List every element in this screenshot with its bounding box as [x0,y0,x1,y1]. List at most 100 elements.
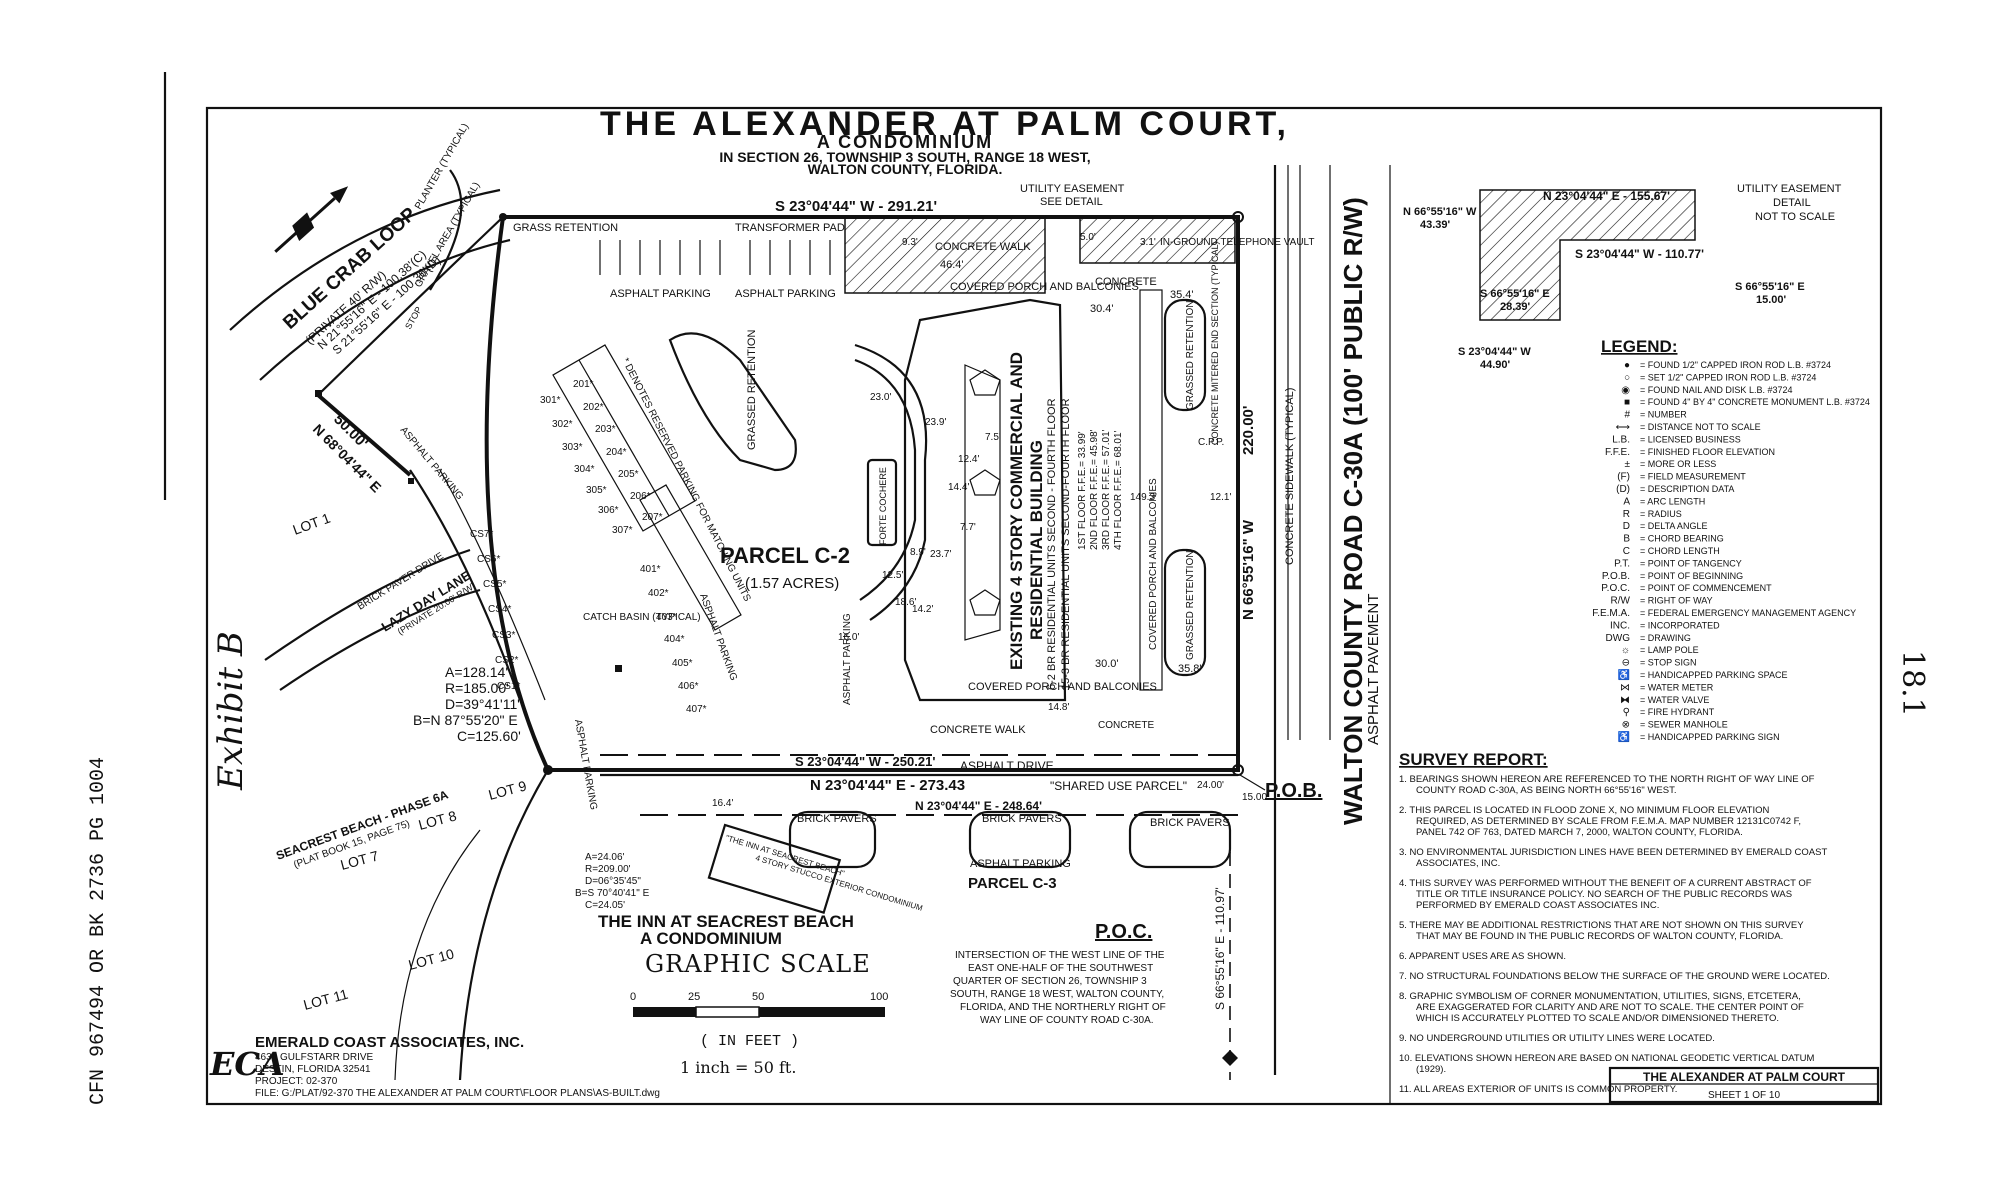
survey-note-8-line-1: 8. GRAPHIC SYMBOLISM OF CORNER MONUMENTA… [1399,991,1801,1002]
scale-bar-3 [759,1007,885,1017]
grassed-retention-2 [1163,298,1207,412]
dim-16: 35.8' [1178,663,1202,675]
legend-text-21: = INCORPORATED [1640,620,1720,630]
dim-20: 16.4' [712,798,733,809]
poc-line-2: EAST ONE-HALF OF THE SOUTHWEST [968,963,1153,974]
legend-text-12: = RADIUS [1640,509,1682,519]
detail-inner-1: S 66°55'16" E [1480,288,1550,300]
concrete-walk-bottom: CONCRETE WALK [930,724,1026,736]
survey-note-10-line-2: (1929). [1416,1064,1446,1075]
parking-row-400 [639,484,742,631]
boundary-north-west [317,216,504,396]
lazy-day-edge-2 [279,588,481,691]
parking-numbers: 301* 302* 303* 304* 305* 306* 307* 201* … [540,379,707,715]
concrete-top-label: CONCRETE [1095,276,1157,288]
survey-report-list: 1. BEARINGS SHOWN HEREON ARE REFERENCED … [1399,774,1830,1095]
detail-right-2: 15.00' [1756,294,1787,306]
firm-name: EMERALD COAST ASSOCIATES, INC. [255,1034,524,1051]
monument-nw [499,213,507,221]
stall-307: 307* [612,525,633,536]
legend-symbol-0: ● [1624,360,1630,371]
curve1-chord: C=125.60' [457,728,521,744]
dimension-labels: 46.4' 30.4' 35.4' 23.0' 23.9' 12.4' 7.5'… [712,232,1269,809]
curve-2-data: A=24.06' R=209.00' D=06°35'45" B=S 70°40… [575,852,650,911]
building-units-2: 15-3 BR RESIDENTIAL UNITS SECOND-FOURTH … [1060,398,1072,690]
top-parking-stalls [599,240,831,275]
legend-text-2: = FOUND NAIL AND DISK L.B. #3724 [1640,385,1792,395]
survey-note-6-line-1: 6. APPARENT USES ARE AS SHOWN. [1399,951,1566,962]
legend-text-26: = WATER METER [1640,682,1714,692]
poc-line-4: SOUTH, RANGE 18 WEST, WALTON COUNTY, [950,989,1164,1000]
catch-basin-label: CATCH BASIN (TYPICAL) [583,612,701,623]
survey-note-4-line-2: TITLE OR TITLE INSURANCE POLICY. NO SEAR… [1416,889,1792,900]
legend-text-8: = MORE OR LESS [1640,459,1716,469]
north-bearing: S 23°04'44" W - 291.21' [775,198,937,215]
shared-use-label: "SHARED USE PARCEL" [1050,779,1187,793]
dim-6: 7.5' [985,432,1001,443]
transformer-pad-label: TRANSFORMER PAD [735,222,845,234]
porte-cochere [866,458,898,547]
dim-2: 35.4' [1170,289,1194,301]
cs-stall-labels: CS7* CS6* CS5* CS4* CS3* CS2* CS1* [470,529,520,692]
title-block [1608,1066,1880,1104]
east-bearing: N 66°55'16" W [1240,519,1257,620]
mitered-end-label: CONCRETE MITERED END SECTION (TYPICAL) [1210,241,1220,445]
easement-detail-shape [1479,189,1696,321]
dim-15: 30.0' [1095,658,1119,670]
cs-row-line-2 [439,469,546,701]
dim-3: 23.0' [870,392,891,403]
dim-1: 30.4' [1090,303,1114,315]
legend-text-20: = FEDERAL EMERGENCY MANAGEMENT AGENCY [1640,608,1856,618]
dim-9: 12.5' [882,570,903,581]
asphalt-parking-west: ASPHALT PARKING [398,425,466,502]
lot-11: LOT 11 [302,986,350,1013]
scale-tick-100: 100 [870,991,888,1003]
detail-right-1: S 66°55'16" E [1735,281,1805,293]
legend-symbol-11: A [1623,496,1630,507]
legend-text-28: = FIRE HYDRANT [1640,707,1715,717]
curve2-chord: C=24.05' [585,900,625,911]
catch-basin-symbol [615,665,622,672]
legend-symbol-29: ⊗ [1622,720,1630,731]
dim-22: 15.00' [1242,792,1269,803]
grassed-retention-label-1: GRASSED RETENTION [746,330,758,450]
dim-24: 5.0' [1080,232,1096,243]
dim-13: 8.9' [910,547,926,558]
building-octagon-2 [969,469,1001,496]
building-units-1: 6-2 BR RESIDENTIAL UNITS SECOND - FOURTH… [1046,398,1058,690]
dim-11: 23.7' [930,549,951,560]
stall-203: 203* [595,424,616,435]
dim-14: 16.0' [838,632,859,643]
detail-bottom-1: S 23°04'44" W [1458,346,1531,358]
stall-302: 302* [552,419,573,430]
legend-symbol-15: C [1623,546,1630,557]
curve1-bearing: B=N 87°55'20" E [413,712,518,728]
poc-line-5: FLORIDA, AND THE NORTHERLY RIGHT OF [960,1002,1166,1013]
legend-text-19: = RIGHT OF WAY [1640,596,1713,606]
utility-easement-label: UTILITY EASEMENT [1020,183,1125,195]
asphalt-parking-top-1: ASPHALT PARKING [610,288,711,300]
vault-hatch [1079,217,1236,264]
curve2-arc: A=24.06' [585,852,625,863]
stall-cs1: CS1* [497,681,520,692]
survey-note-2-line-2: REQUIRED, AS DETERMINED BY SCALE FROM F.… [1416,816,1801,827]
stall-304: 304* [574,464,595,475]
dim-19: 14.8' [1048,702,1069,713]
legend-symbol-13: D [1623,521,1630,532]
stall-207: 207* [642,512,663,523]
survey-note-7-line-1: 7. NO STRUCTURAL FOUNDATIONS BELOW THE S… [1399,971,1830,982]
legend-text-14: = CHORD BEARING [1640,534,1724,544]
stall-204: 204* [606,447,627,458]
inn-building [707,823,842,915]
legend-symbol-12: R [1623,509,1630,520]
asphalt-parking-south: ASPHALT PARKING [572,719,599,811]
scale-tick-25: 25 [688,991,700,1003]
dim-18: 12.1' [1210,492,1231,503]
curve1-arc: A=128.14' [445,664,508,680]
stall-cs2: CS2* [495,655,518,666]
stall-cs3: CS3* [492,630,515,641]
east-length: 220.00' [1240,406,1257,455]
poc-label: P.O.C. [1095,921,1152,943]
planter-curve [429,169,463,291]
